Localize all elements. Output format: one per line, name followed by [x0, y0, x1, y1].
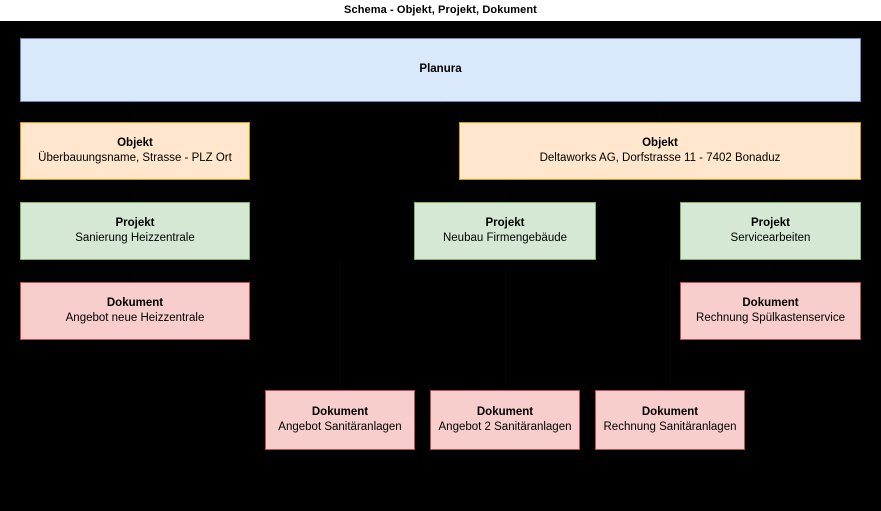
node-dokument-r2-1-subtitle: Angebot Sanitäranlagen	[278, 421, 402, 433]
connector-projekt2-to-dokument4	[505, 260, 506, 390]
window-titlebar: Schema - Objekt, Projekt, Dokument	[0, 0, 881, 22]
connector-projekt3-to-dokument2	[770, 260, 771, 282]
window-title: Schema - Objekt, Projekt, Dokument	[344, 4, 537, 16]
node-dokument-r1-1-subtitle: Angebot neue Heizzentrale	[65, 312, 205, 324]
node-dokument-r1-2-title: Dokument	[742, 296, 799, 309]
node-projekt-1-title: Projekt	[115, 216, 155, 229]
node-objekt-deltaworks[interactable]: Objekt Deltaworks AG, Dorfstrasse 11 - 7…	[459, 122, 861, 180]
node-projekt-2-subtitle: Neubau Firmengebäude	[442, 232, 568, 244]
node-projekt-3-title: Projekt	[751, 216, 790, 229]
node-dokument-r2-2-subtitle: Angebot 2 Sanitäranlagen	[438, 421, 572, 433]
node-objekt-1-subtitle: Überbauungsname, Strasse - PLZ Ort	[38, 152, 232, 164]
node-dokument-angebot-neue-heizzentrale[interactable]: Dokument Angebot neue Heizzentrale	[20, 282, 250, 340]
node-dokument-r2-2-title: Dokument	[476, 405, 534, 418]
node-planura-title: Planura	[419, 63, 462, 76]
connector-objekt1-to-projekt1	[134, 180, 135, 202]
diagram-canvas: Planura Objekt Überbauungsname, Strasse …	[0, 22, 881, 511]
connector-objekt2-to-projekt2	[505, 180, 506, 202]
node-projekt-3-subtitle: Servicearbeiten	[730, 232, 811, 244]
node-projekt-sanierung-heizzentrale[interactable]: Projekt Sanierung Heizzentrale	[20, 202, 250, 260]
node-dokument-r1-2-subtitle: Rechnung Spülkastenservice	[696, 312, 845, 324]
node-objekt-2-subtitle: Deltaworks AG, Dorfstrasse 11 - 7402 Bon…	[539, 152, 781, 164]
node-projekt-neubau-firmengebaeude[interactable]: Projekt Neubau Firmengebäude	[414, 202, 596, 260]
node-dokument-angebot-2-sanitaeranlagen[interactable]: Dokument Angebot 2 Sanitäranlagen	[430, 390, 580, 450]
connector-projekt1-to-dokument1	[134, 260, 135, 282]
connector-projekt2-to-dokument3	[340, 260, 341, 390]
connector-root-to-objekt-1	[134, 102, 135, 124]
node-projekt-servicearbeiten[interactable]: Projekt Servicearbeiten	[680, 202, 861, 260]
connector-objekt2-to-projekt3	[770, 180, 771, 202]
connector-projekt2-to-dokument5	[670, 260, 671, 390]
node-dokument-r2-3-title: Dokument	[641, 405, 699, 418]
node-objekt-2-title: Objekt	[642, 136, 678, 149]
node-objekt-1-title: Objekt	[117, 136, 153, 149]
node-dokument-r1-1-title: Dokument	[106, 296, 164, 309]
connector-root-to-objekt-2	[660, 102, 661, 124]
node-dokument-rechnung-sanitaeranlagen[interactable]: Dokument Rechnung Sanitäranlagen	[595, 390, 745, 450]
node-projekt-1-subtitle: Sanierung Heizzentrale	[75, 232, 195, 244]
node-dokument-r2-3-subtitle: Rechnung Sanitäranlagen	[603, 421, 737, 433]
node-projekt-2-title: Projekt	[485, 216, 525, 229]
node-dokument-rechnung-spuelkastenservice[interactable]: Dokument Rechnung Spülkastenservice	[680, 282, 861, 340]
node-dokument-angebot-sanitaeranlagen[interactable]: Dokument Angebot Sanitäranlagen	[265, 390, 415, 450]
node-dokument-r2-1-title: Dokument	[311, 405, 369, 418]
node-planura[interactable]: Planura	[20, 38, 861, 102]
node-objekt-ueberbauung[interactable]: Objekt Überbauungsname, Strasse - PLZ Or…	[20, 122, 250, 180]
